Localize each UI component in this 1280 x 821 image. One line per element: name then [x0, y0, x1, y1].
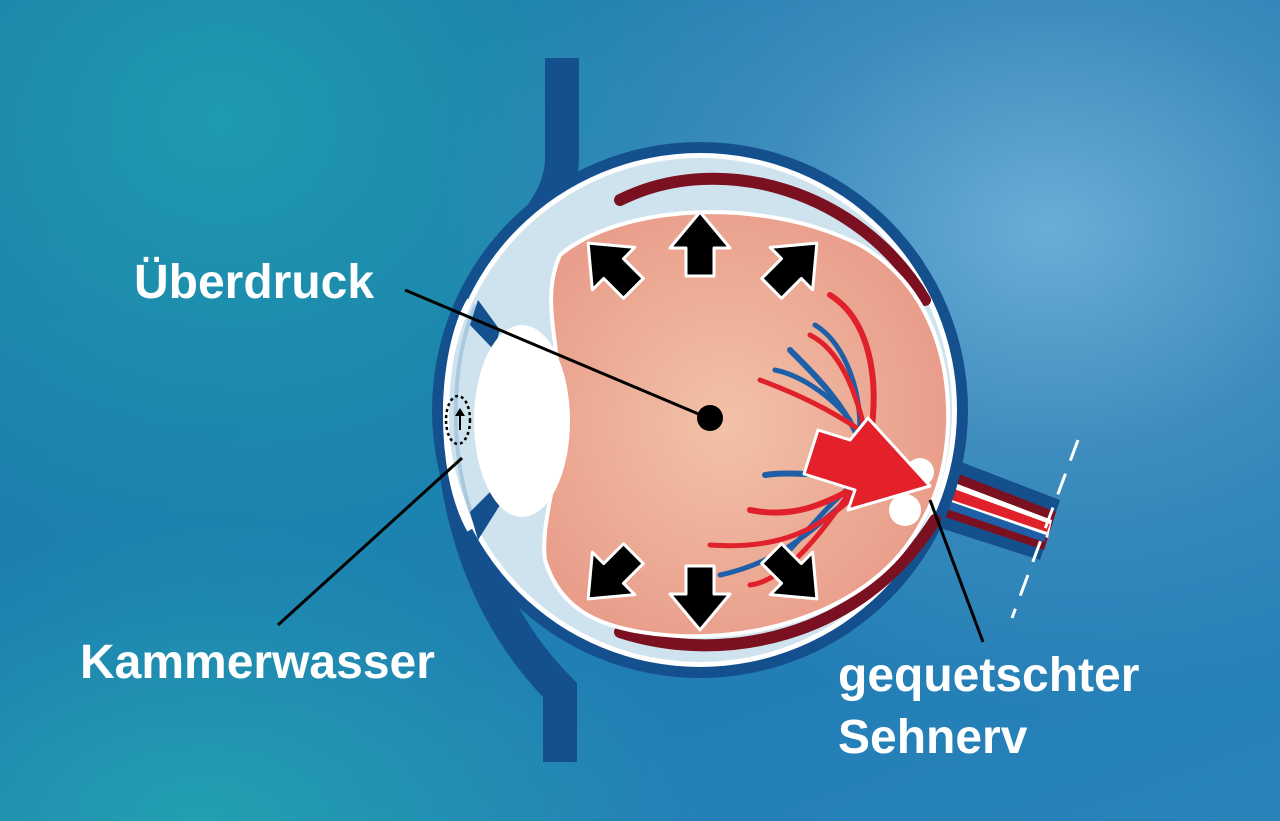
leader-lines: [276, 288, 985, 643]
nerve-compression-arrow: [802, 416, 932, 512]
pressure-arrow-down: [668, 564, 732, 632]
leader-line-aqueous: [276, 456, 464, 627]
pressure-arrow-down-right: [760, 542, 819, 601]
pressure-center-dot: [697, 405, 723, 431]
choroid-upper: [614, 172, 931, 306]
pressure-arrow-up-left: [586, 241, 645, 300]
pressure-arrow-up-right: [760, 241, 819, 300]
pressure-arrows: [586, 210, 819, 632]
leader-line-nerve: [928, 499, 985, 643]
lens: [474, 325, 570, 517]
label-pressure: Überdruck: [134, 256, 375, 309]
label-optic-nerve-line1: gequetschter: [838, 649, 1140, 702]
leader-line-pressure: [404, 288, 709, 420]
aqueous-flow-indicator: [444, 394, 472, 446]
label-optic-nerve-line2: Sehnerv: [838, 711, 1028, 764]
label-aqueous-humor: Kammerwasser: [80, 636, 435, 689]
choroid-lower: [614, 514, 941, 652]
label-optic-nerve: gequetschter Sehnerv: [838, 645, 1139, 769]
pressure-arrow-down-left: [586, 542, 645, 601]
iris-lower: [470, 488, 500, 540]
pressure-arrow-up: [668, 210, 732, 278]
